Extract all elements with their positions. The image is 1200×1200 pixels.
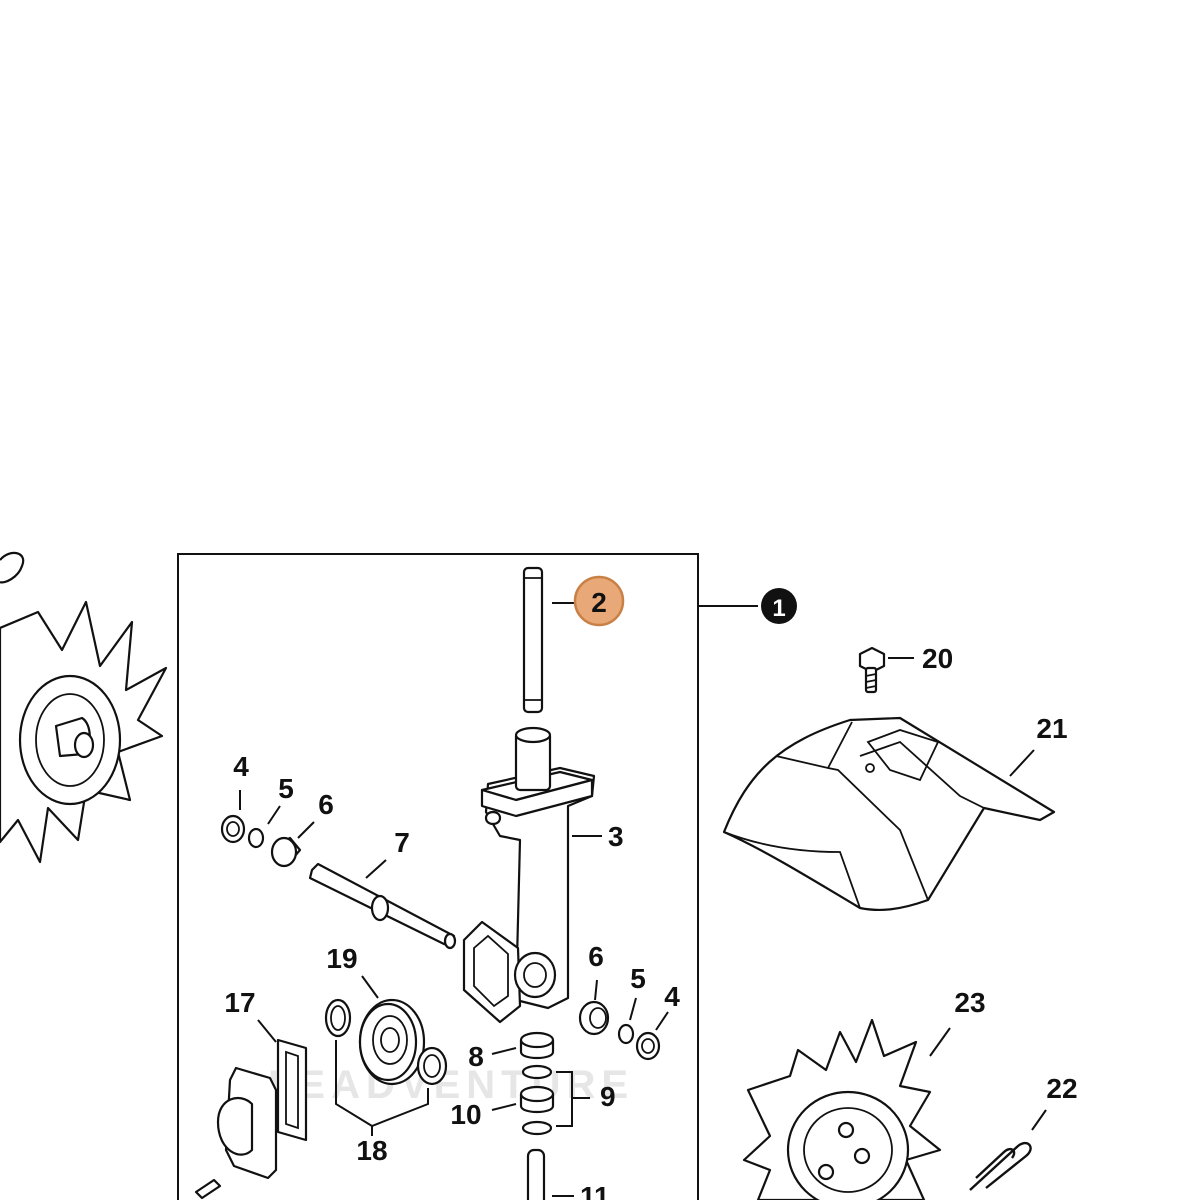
- label-21: 21: [1036, 713, 1067, 744]
- label-4-upper: 4: [233, 751, 249, 782]
- part-21-shield[interactable]: [722, 716, 1056, 912]
- assembly-badge[interactable]: [761, 588, 797, 624]
- part-18-seal-right[interactable]: [416, 1046, 448, 1086]
- label-5-upper: 5: [278, 773, 294, 804]
- part-3-arm-bracket[interactable]: [462, 726, 596, 1024]
- label-18: 18: [356, 1135, 387, 1166]
- part-4-seal-upper[interactable]: [220, 814, 246, 844]
- label-6-upper: 6: [318, 789, 334, 820]
- part-screw-small[interactable]: [194, 1178, 222, 1200]
- assembly-badge-label: 1: [772, 595, 785, 622]
- label-22: 22: [1046, 1073, 1077, 1104]
- label-4-lower: 4: [664, 981, 680, 1012]
- label-19: 19: [326, 943, 357, 974]
- part-cover[interactable]: [216, 1066, 278, 1180]
- part-6-bushing-upper[interactable]: [270, 836, 302, 868]
- part-22-hairpin-clip[interactable]: [969, 1141, 1032, 1191]
- part-23-tine-wheel[interactable]: [742, 1018, 942, 1200]
- left-tine-wheel: [0, 551, 168, 864]
- part-4-seal-lower[interactable]: [635, 1031, 661, 1061]
- label-10: 10: [450, 1099, 481, 1130]
- part-8-spacer[interactable]: [519, 1031, 555, 1060]
- part-2-highlight[interactable]: [573, 575, 625, 627]
- label-3: 3: [608, 821, 624, 852]
- label-6-lower: 6: [588, 941, 604, 972]
- part-10-spacer[interactable]: [519, 1085, 555, 1114]
- part-2-pin[interactable]: [522, 566, 544, 714]
- label-23: 23: [954, 987, 985, 1018]
- label-2: 2: [591, 587, 607, 618]
- part-19-bearing[interactable]: [358, 998, 426, 1086]
- part-20-bolt[interactable]: [858, 646, 886, 694]
- part-6-bushing-lower[interactable]: [578, 1000, 610, 1036]
- assembly-frame: [177, 553, 699, 1200]
- label-5-lower: 5: [630, 963, 646, 994]
- label-8: 8: [468, 1041, 484, 1072]
- label-7: 7: [394, 827, 410, 858]
- part-11-pin[interactable]: [526, 1148, 546, 1200]
- label-17: 17: [224, 987, 255, 1018]
- part-9-washers[interactable]: [521, 1064, 553, 1136]
- part-5-ring-lower[interactable]: [617, 1023, 635, 1045]
- label-11: 11: [580, 1181, 610, 1200]
- label-20: 20: [922, 643, 953, 674]
- part-18-seal-left[interactable]: [324, 998, 352, 1038]
- watermark-text: LEADVENTURE: [268, 1063, 634, 1107]
- label-9: 9: [600, 1081, 616, 1112]
- part-7-shaft[interactable]: [308, 862, 457, 950]
- part-17-gasket[interactable]: [276, 1038, 308, 1142]
- part-5-ring-upper[interactable]: [247, 827, 265, 849]
